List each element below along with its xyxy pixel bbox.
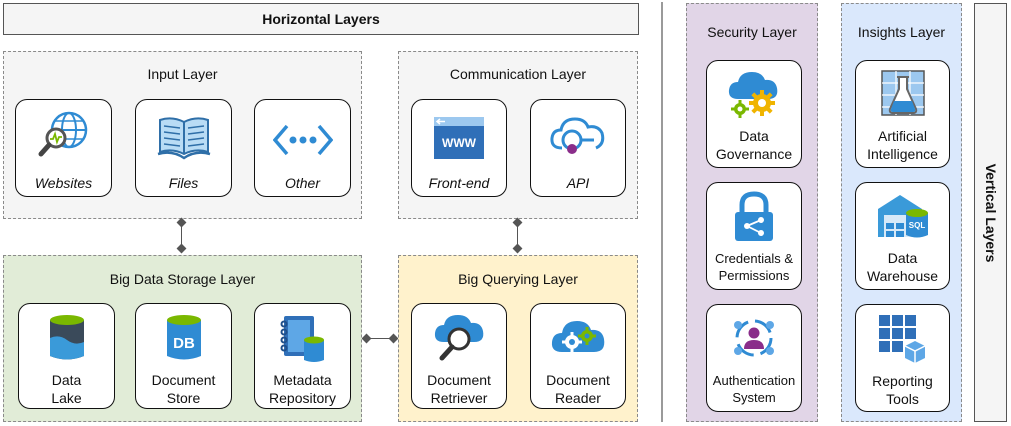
communication-layer-title: Communication Layer [449, 66, 587, 82]
insights-layer-title: Insights Layer [857, 24, 946, 40]
website-analytics-icon [38, 111, 87, 157]
data-governance-label-2: Governance [715, 146, 793, 162]
svg-text:DB: DB [173, 335, 195, 352]
files-card: Files [135, 99, 232, 197]
data-governance-label-1: Data [739, 128, 769, 144]
database-db-icon: DB [166, 315, 201, 360]
document-retriever-label-2: Retriever [430, 390, 488, 406]
document-store-label-2: Store [166, 390, 201, 406]
other-card: Other [254, 99, 351, 197]
security-layer-title: Security Layer [707, 24, 797, 40]
horizontal-layers-banner: Horizontal Layers [3, 3, 639, 35]
cloud-api-icon [550, 117, 605, 154]
document-store-card: DB Document Store [135, 303, 232, 409]
input-layer-group: Input Layer Websites Files [3, 51, 362, 219]
document-reader-label-2: Reader [555, 390, 601, 406]
other-label: Other [284, 175, 320, 191]
websites-card: Websites [15, 99, 112, 197]
credentials-permissions-card: Credentials & Permissions [706, 182, 802, 290]
svg-text:SQL: SQL [908, 221, 925, 230]
insights-layer-group: Insights Layer Artificial Intelligence S… [841, 3, 962, 422]
cloud-gears-icon [551, 321, 605, 352]
data-lake-label-2: Lake [51, 390, 82, 406]
code-brackets-icon [272, 124, 333, 156]
reporting-tools-label-1: Reporting [872, 373, 933, 389]
credentials-label-2: Permissions [718, 268, 790, 283]
data-warehouse-label-2: Warehouse [866, 268, 939, 284]
data-lake-label-1: Data [51, 372, 82, 388]
connector-endpoint [388, 333, 399, 344]
horizontal-layers-title: Horizontal Layers [262, 11, 380, 27]
tiles-cube-icon [878, 315, 925, 363]
artificial-intelligence-label-2: Intelligence [867, 146, 938, 162]
authentication-label-2: System [732, 390, 776, 405]
metadata-repository-icon [280, 316, 324, 362]
cloud-gears-governance-icon [728, 72, 778, 118]
authentication-system-card: Authentication System [706, 304, 802, 412]
data-governance-card: Data Governance [706, 60, 802, 168]
data-warehouse-card: SQL Data Warehouse [855, 182, 950, 290]
svg-text:WWW: WWW [442, 136, 477, 150]
document-store-label-1: Document [151, 372, 216, 388]
browser-www-icon: WWW [434, 117, 484, 159]
input-storage-connector [181, 223, 182, 252]
artificial-intelligence-card: Artificial Intelligence [855, 60, 950, 168]
storage-layer-title: Big Data Storage Layer [109, 271, 256, 287]
input-layer-title: Input Layer [147, 66, 218, 82]
api-card: API [530, 99, 626, 197]
document-retriever-label-1: Document [427, 372, 491, 388]
communication-querying-connector [517, 223, 518, 252]
front-end-card: WWW Front-end [411, 99, 507, 197]
artificial-intelligence-label-1: Artificial [877, 128, 927, 144]
front-end-label: Front-end [428, 175, 490, 191]
reporting-tools-label-2: Tools [886, 391, 919, 407]
open-book-icon [157, 117, 210, 160]
metadata-repository-card: Metadata Repository [254, 303, 351, 409]
files-label: Files [168, 175, 199, 191]
document-reader-card: Document Reader [530, 303, 626, 409]
authentication-label-1: Authentication [712, 373, 796, 388]
data-warehouse-label-1: Data [887, 250, 918, 266]
storage-querying-connector [366, 338, 394, 339]
flask-icon [880, 70, 925, 116]
vertical-layers-banner: Vertical Layers [974, 3, 1007, 422]
api-label: API [566, 175, 590, 191]
data-lake-card: Data Lake [18, 303, 115, 409]
websites-label: Websites [34, 175, 93, 191]
communication-layer-group: Communication Layer WWW Front-end API [398, 51, 638, 219]
connector-endpoint [176, 243, 187, 254]
credentials-label-1: Credentials & [714, 251, 794, 266]
warehouse-sql-icon: SQL [877, 195, 928, 238]
vertical-layers-title: Vertical Layers [982, 163, 999, 262]
vertical-divider [661, 2, 663, 422]
document-retriever-card: Document Retriever [411, 303, 507, 409]
querying-layer-title: Big Querying Layer [458, 271, 578, 287]
querying-layer-group: Big Querying Layer Document Retriever [398, 255, 638, 422]
lock-share-icon [735, 191, 773, 241]
user-network-icon [734, 319, 774, 357]
storage-layer-group: Big Data Storage Layer Data Lake DB Docu… [3, 255, 362, 422]
metadata-repository-label-2: Repository [269, 390, 336, 406]
reporting-tools-card: Reporting Tools [855, 304, 950, 412]
document-reader-label-1: Document [546, 372, 610, 388]
security-layer-group: Security Layer Data Governance [686, 3, 818, 422]
connector-endpoint [512, 243, 523, 254]
data-lake-icon [49, 315, 84, 360]
metadata-repository-label-1: Metadata [273, 372, 332, 388]
cloud-search-icon [434, 315, 484, 361]
